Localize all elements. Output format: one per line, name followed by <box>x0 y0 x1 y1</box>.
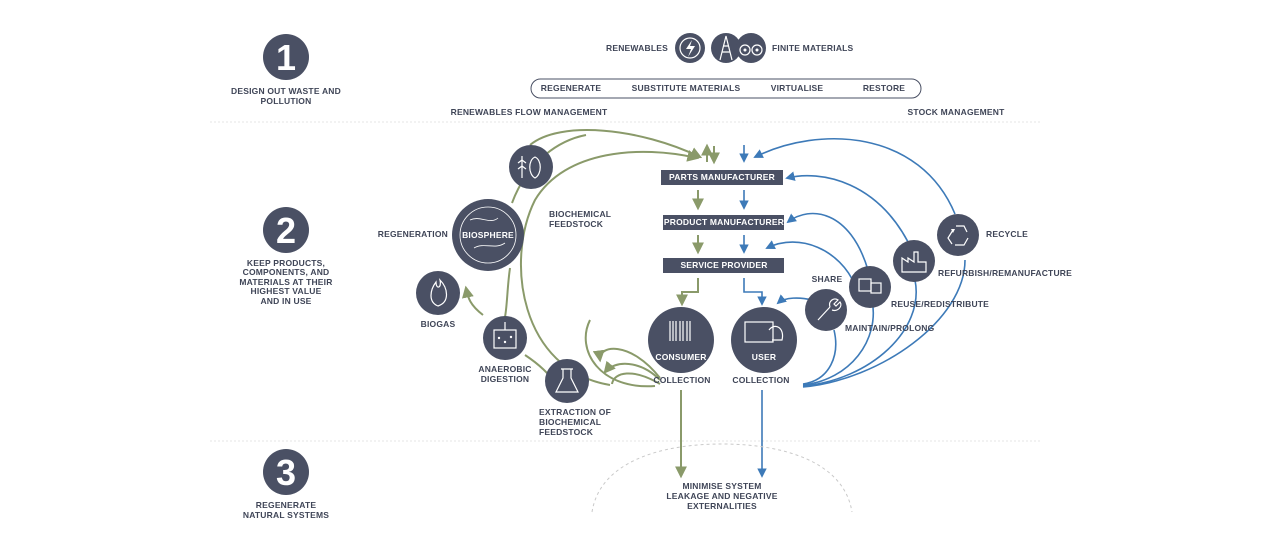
oil-derrick-icon <box>711 33 741 63</box>
leakage-arc <box>591 443 853 513</box>
principle-2-line-3: MATERIALS AT THEIR <box>239 277 332 287</box>
factory-icon <box>893 240 935 282</box>
collection-right-label: COLLECTION <box>732 375 789 385</box>
biological-flows <box>461 129 720 479</box>
recycle-icon <box>937 214 979 256</box>
fish-wheat-icon <box>509 145 553 189</box>
anaerobic-line-2: DIGESTION <box>481 374 530 384</box>
parts-manufacturer-box <box>661 170 783 185</box>
principle-3-line-2: NATURAL SYSTEMS <box>243 510 329 520</box>
strategy-virtualise: VIRTUALISE <box>771 83 824 93</box>
wrench-icon <box>805 289 847 331</box>
leakage-line-3: EXTERNALITIES <box>687 501 757 511</box>
service-provider-box <box>663 258 784 273</box>
principle-1: 1 DESIGN OUT WASTE AND POLLUTION <box>231 34 341 106</box>
lightning-icon <box>675 33 705 63</box>
barcode-icon <box>669 321 691 341</box>
maintain-label: MAINTAIN/PROLONG <box>845 323 935 333</box>
principle-2-number: 2 <box>276 210 296 251</box>
recycle-label: RECYCLE <box>986 229 1028 239</box>
service-provider-label: SERVICE PROVIDER <box>680 260 767 270</box>
principle-1-line-2: POLLUTION <box>261 96 312 106</box>
leakage-line-2: LEAKAGE AND NEGATIVE <box>666 491 777 501</box>
refurbish-label: REFURBISH/REMANUFACTURE <box>938 268 1072 278</box>
anaerobic-line-1: ANAEROBIC <box>478 364 531 374</box>
biosphere-label: BIOSPHERE <box>462 230 514 240</box>
biosphere-node: BIOSPHERE <box>452 199 524 271</box>
principle-1-line-1: DESIGN OUT WASTE AND <box>231 86 341 96</box>
principle-3: 3 REGENERATE NATURAL SYSTEMS <box>243 449 329 520</box>
product-manufacturer-box <box>663 215 784 230</box>
flame-icon <box>416 271 460 315</box>
principle-2-line-1: KEEP PRODUCTS, <box>247 258 325 268</box>
strategy-regenerate: REGENERATE <box>541 83 602 93</box>
gears-icon <box>736 33 766 63</box>
product-manufacturer-label: PRODUCT MANUFACTURER <box>664 217 784 227</box>
reuse-label: REUSE/REDISTRIBUTE <box>891 299 989 309</box>
collection-left-label: COLLECTION <box>653 375 710 385</box>
biochemical-feedstock-line-2: FEEDSTOCK <box>549 219 604 229</box>
leakage-line-1: MINIMISE SYSTEM <box>682 481 761 491</box>
boxes-icon <box>849 266 891 308</box>
globe-icon <box>459 206 517 264</box>
extraction-line-1: EXTRACTION OF <box>539 407 611 417</box>
principle-2: 2 KEEP PRODUCTS, COMPONENTS, AND MATERIA… <box>239 207 332 306</box>
screen-icon <box>744 321 784 343</box>
extraction-line-3: FEEDSTOCK <box>539 427 594 437</box>
renewables-label: RENEWABLES <box>606 43 668 53</box>
flask-icon <box>545 359 589 403</box>
strategy-restore: RESTORE <box>863 83 905 93</box>
extraction-line-2: BIOCHEMICAL <box>539 417 601 427</box>
consumer-label: CONSUMER <box>655 352 706 362</box>
user-node: USER <box>731 307 797 373</box>
strategy-bar <box>530 78 922 99</box>
biochemical-feedstock-line-1: BIOCHEMICAL <box>549 209 611 219</box>
principle-3-line-1: REGENERATE <box>256 500 317 510</box>
principle-3-number: 3 <box>276 452 296 493</box>
principle-2-line-4: HIGHEST VALUE <box>251 286 322 296</box>
consumer-node: CONSUMER <box>648 307 714 373</box>
strategy-substitute: SUBSTITUTE MATERIALS <box>632 83 741 93</box>
regeneration-label: REGENERATION <box>378 229 448 239</box>
principle-2-line-2: COMPONENTS, AND <box>243 267 330 277</box>
principle-2-line-5: AND IN USE <box>260 296 311 306</box>
principle-1-number: 1 <box>276 37 296 78</box>
user-label: USER <box>752 352 776 362</box>
biogas-label: BIOGAS <box>421 319 456 329</box>
digester-icon <box>483 316 527 360</box>
renewables-flow-label: RENEWABLES FLOW MANAGEMENT <box>451 107 608 117</box>
finite-materials-label: FINITE MATERIALS <box>772 43 854 53</box>
stock-management-label: STOCK MANAGEMENT <box>907 107 1005 117</box>
parts-manufacturer-label: PARTS MANUFACTURER <box>669 172 775 182</box>
share-label: SHARE <box>812 274 843 284</box>
technical-flows <box>739 137 966 478</box>
